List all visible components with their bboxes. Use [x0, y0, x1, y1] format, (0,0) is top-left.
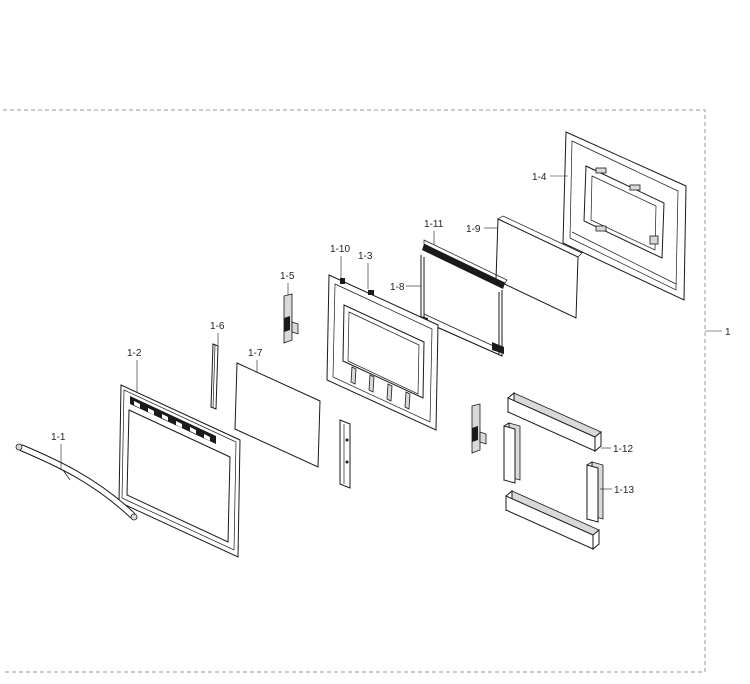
label-1-5: 1-5 [280, 271, 295, 282]
part-1-11-bracket[interactable] [422, 239, 508, 289]
part-1-12-gasket-bottom[interactable] [505, 489, 600, 551]
label-1-1: 1-1 [51, 432, 66, 443]
part-1-6-side-trim[interactable] [210, 343, 219, 410]
assembly-label: 1 [725, 327, 731, 338]
part-1-1-handle[interactable] [15, 443, 138, 521]
label-1-8: 1-8 [390, 282, 405, 293]
part-bottom-trim[interactable] [339, 419, 351, 489]
label-1-2: 1-2 [127, 348, 142, 359]
label-1-4: 1-4 [532, 172, 547, 183]
label-1-13: 1-13 [614, 485, 634, 496]
part-1-9-glass[interactable] [495, 215, 583, 319]
label-1-12: 1-12 [613, 444, 633, 455]
part-1-5-hinge[interactable] [283, 293, 299, 344]
label-1-10: 1-10 [330, 244, 350, 255]
part-1-13-gasket-right[interactable] [586, 461, 604, 523]
part-1-12-gasket-top[interactable] [507, 391, 602, 453]
label-1-3: 1-3 [358, 251, 373, 262]
assembly-boundary [3, 109, 706, 673]
part-1-3-middle-panel[interactable] [326, 274, 439, 431]
part-1-13-gasket-left[interactable] [503, 422, 521, 484]
label-1-9: 1-9 [466, 224, 481, 235]
part-lower-hinge[interactable] [471, 403, 487, 454]
label-1-6: 1-6 [210, 321, 225, 332]
label-1-11: 1-11 [424, 219, 444, 230]
label-1-7: 1-7 [248, 348, 263, 359]
part-1-7-glass[interactable] [234, 362, 321, 468]
part-1-4-rear-frame[interactable] [562, 131, 687, 301]
part-1-2-outer-door[interactable] [118, 384, 241, 558]
